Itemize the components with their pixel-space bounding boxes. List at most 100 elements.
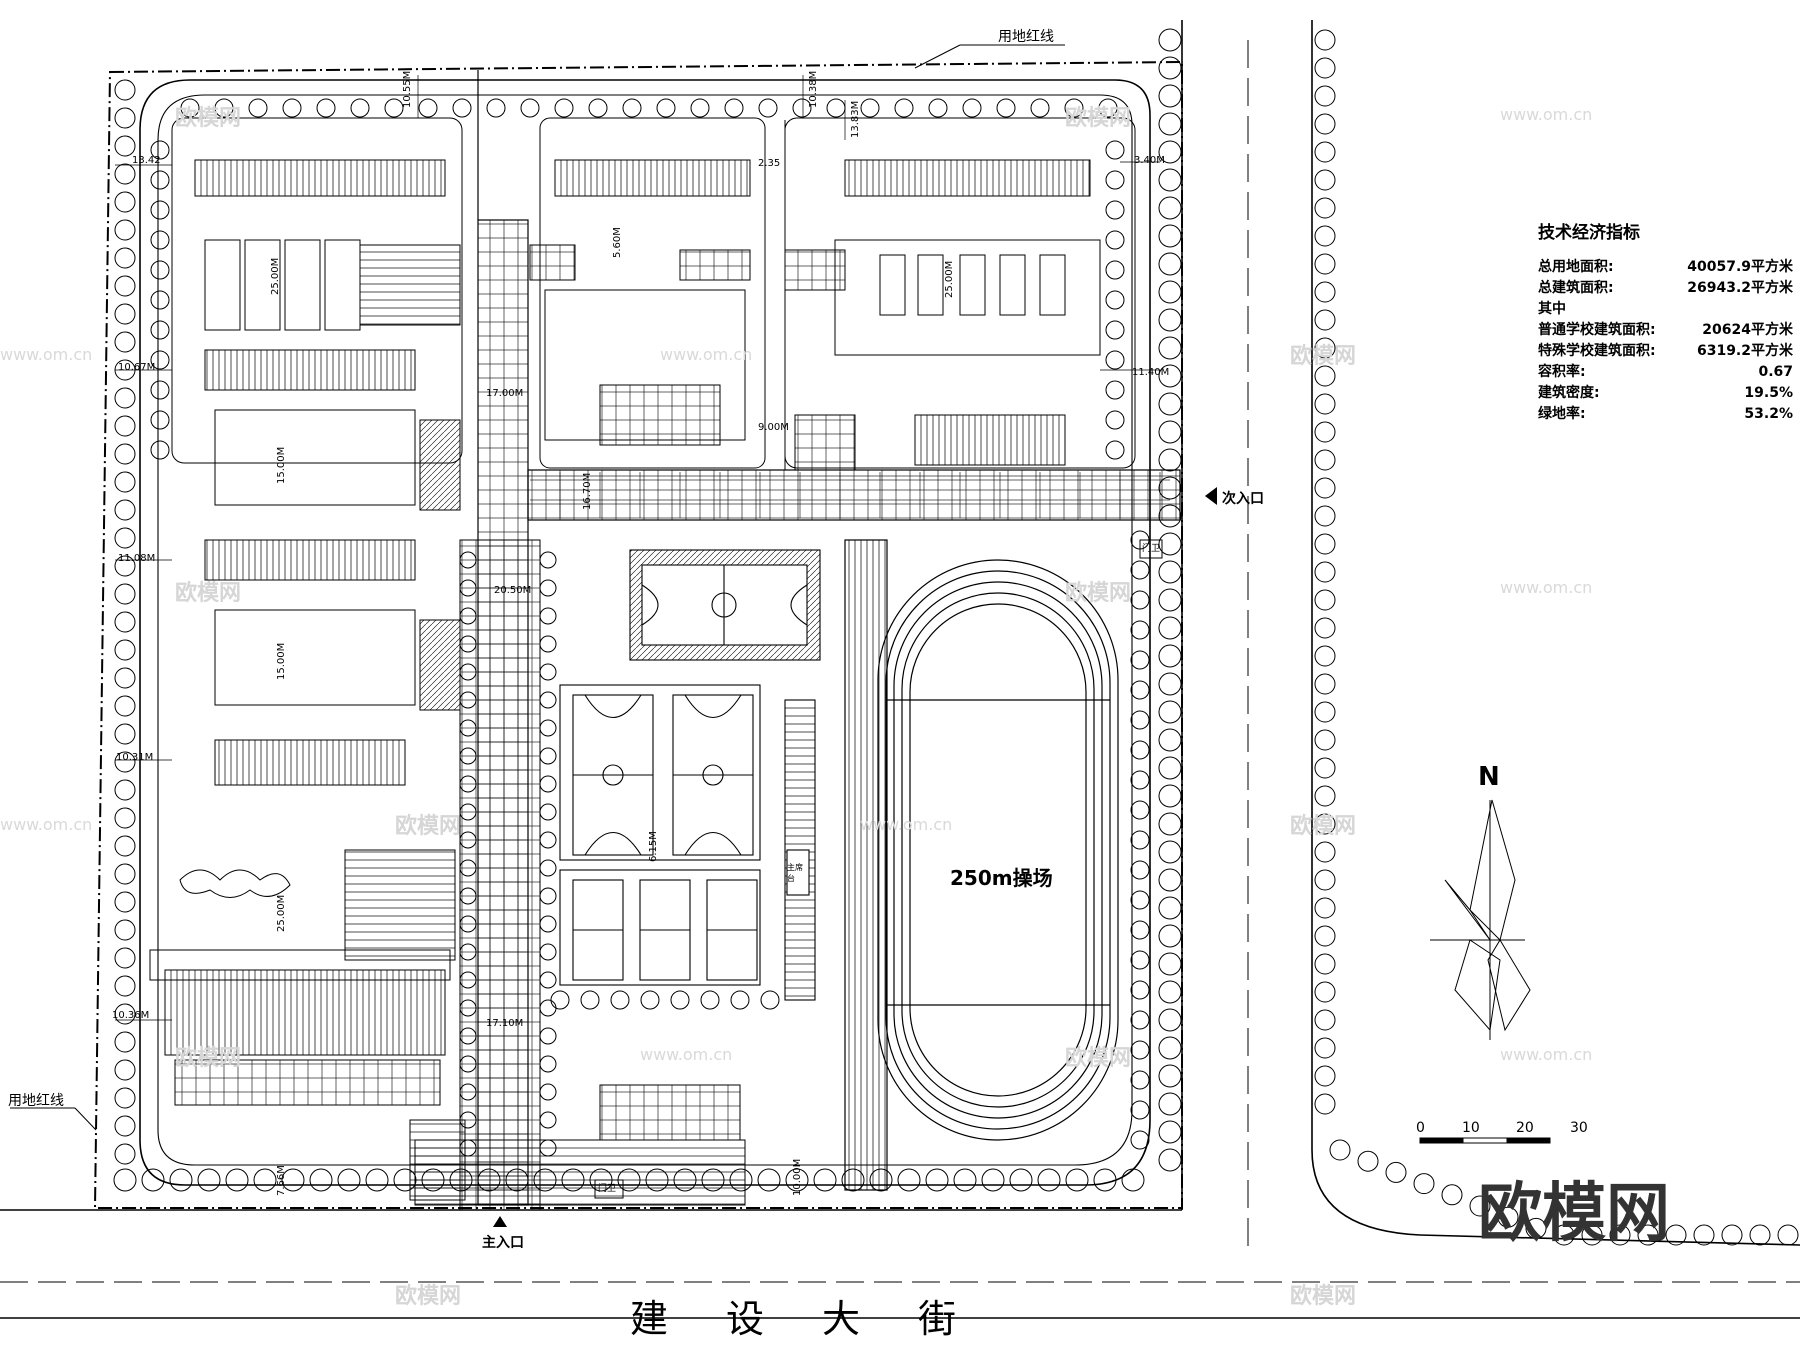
tree	[1158, 896, 1182, 920]
tree	[1314, 1065, 1336, 1087]
tree	[1158, 28, 1182, 52]
tree	[1497, 1206, 1519, 1228]
tree	[1130, 860, 1150, 880]
tree	[1314, 309, 1336, 331]
tree	[1093, 1168, 1117, 1192]
tree	[1158, 980, 1182, 1004]
tree	[539, 1055, 557, 1073]
street-char-2: 设	[726, 1297, 765, 1341]
street-char-4: 街	[918, 1297, 957, 1341]
tree	[114, 863, 136, 885]
tree	[539, 971, 557, 989]
tree	[1158, 420, 1182, 444]
indicator-row: 建筑密度:19.5%	[1538, 383, 1793, 404]
indicator-label: 普通学校建筑面积:	[1538, 322, 1656, 338]
street-char-3: 大	[822, 1297, 861, 1341]
dim-bldg-1: 25.00M	[270, 257, 281, 295]
tree	[1130, 890, 1150, 910]
tree	[1314, 113, 1336, 135]
watermark-url-6: www.om.cn	[1500, 1045, 1593, 1064]
indicators-title: 技术经济指标	[1538, 223, 1640, 243]
tree	[730, 990, 750, 1010]
tree	[150, 320, 170, 340]
north-label: N	[1478, 762, 1500, 792]
tree	[539, 719, 557, 737]
tree	[1314, 421, 1336, 443]
tree	[114, 163, 136, 185]
tree	[169, 1168, 193, 1192]
running-track	[844, 539, 1119, 1191]
tree	[1105, 440, 1125, 460]
tree	[860, 98, 880, 118]
indicator-value: 20624平方米	[1702, 322, 1793, 338]
tree	[1314, 281, 1336, 303]
tree	[757, 1168, 781, 1192]
tree	[1030, 98, 1050, 118]
tree	[1158, 364, 1182, 388]
indicator-label: 其中	[1538, 301, 1566, 317]
tree	[1314, 897, 1336, 919]
tree	[452, 98, 472, 118]
tree	[337, 1168, 361, 1192]
tree	[114, 807, 136, 829]
tree	[1314, 141, 1336, 163]
tree	[281, 1168, 305, 1192]
tree	[1130, 980, 1150, 1000]
tree	[114, 1143, 136, 1165]
tree	[1314, 925, 1336, 947]
tree	[1158, 644, 1182, 668]
tree	[282, 98, 302, 118]
tree	[670, 990, 690, 1010]
dim-bldg-5: 25.00M	[276, 894, 287, 932]
tree	[114, 1003, 136, 1025]
tree	[610, 990, 630, 1010]
tree	[539, 1083, 557, 1101]
dim-road-4: 17.10M	[486, 1018, 524, 1029]
tree	[928, 98, 948, 118]
tree	[539, 887, 557, 905]
tree	[539, 607, 557, 625]
tree	[1105, 290, 1125, 310]
tree	[114, 779, 136, 801]
tree	[114, 1059, 136, 1081]
tree	[113, 1168, 137, 1192]
tree	[1314, 169, 1336, 191]
tree	[114, 387, 136, 409]
tree	[309, 1168, 333, 1192]
tree	[114, 919, 136, 941]
tree	[539, 579, 557, 597]
tree	[1158, 252, 1182, 276]
dim-bldg-3: 15.00M	[276, 446, 287, 484]
tree	[114, 107, 136, 129]
tree	[1314, 757, 1336, 779]
dim-bldg-2: 25.00M	[944, 260, 955, 298]
tree	[114, 667, 136, 689]
scale-bar	[1419, 1137, 1551, 1144]
indicator-row: 其中	[1538, 299, 1793, 320]
dim-road-5: 9.00M	[758, 422, 789, 433]
indicator-label: 总用地面积:	[1538, 259, 1614, 275]
tree	[150, 230, 170, 250]
dim-right-2: 11.40M	[1132, 367, 1170, 378]
tree	[700, 990, 720, 1010]
tree	[114, 415, 136, 437]
tree	[539, 551, 557, 569]
tree	[1441, 1184, 1463, 1206]
tree	[1065, 1168, 1089, 1192]
tree	[316, 98, 336, 118]
tree	[1158, 308, 1182, 332]
tree	[1158, 1120, 1182, 1144]
tree	[1314, 589, 1336, 611]
tree	[1665, 1224, 1687, 1246]
tree	[1581, 1224, 1603, 1246]
tree	[539, 635, 557, 653]
tree	[1105, 410, 1125, 430]
tree	[114, 751, 136, 773]
tree	[214, 98, 234, 118]
indicator-row: 普通学校建筑面积: 20624平方米	[1538, 320, 1793, 341]
dim-right-1: 3.40M	[1134, 155, 1165, 166]
tree	[1314, 869, 1336, 891]
tree	[150, 350, 170, 370]
tree	[350, 98, 370, 118]
north-arrow	[1430, 799, 1531, 1040]
